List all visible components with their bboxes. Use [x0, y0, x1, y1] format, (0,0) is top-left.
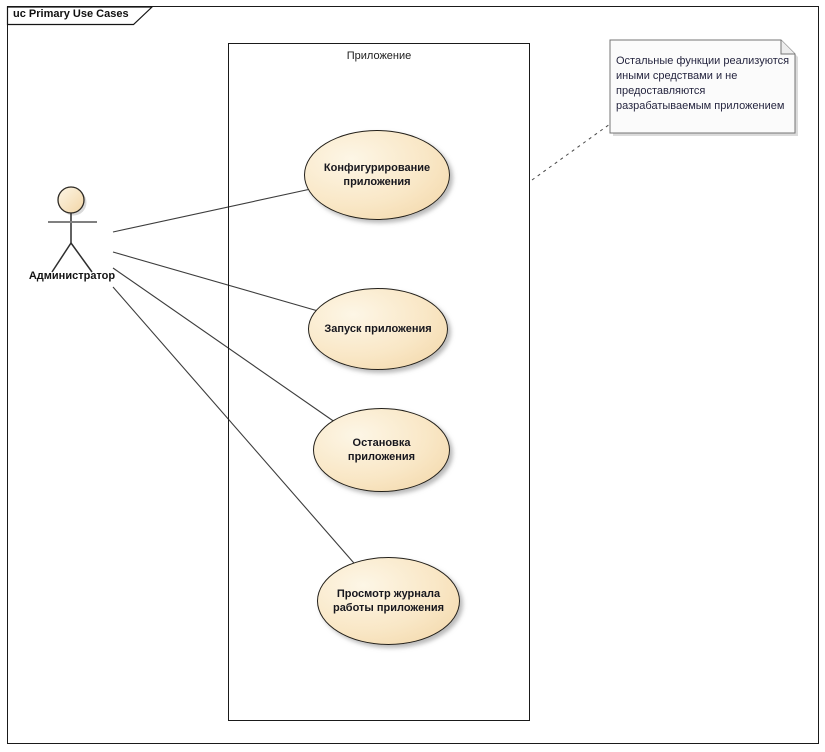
actor-leg-right	[70, 242, 93, 273]
system-boundary-label: Приложение	[346, 50, 412, 62]
association-line-stop	[112, 267, 343, 428]
frame-tab-label: uc Primary Use Cases	[13, 8, 129, 20]
note-fold-corner-icon	[780, 40, 795, 55]
use-case-configure-app: Конфигурирование приложения	[304, 130, 450, 220]
note-text: Остальные функции реализуются иными сред…	[616, 55, 790, 112]
use-case-label: Запуск приложения	[324, 323, 432, 335]
system-boundary: Приложение	[228, 43, 530, 721]
actor-leg-left	[51, 242, 72, 273]
use-case-start-app: Запуск приложения	[308, 288, 448, 370]
use-case-view-log: Просмотр журнала работы приложения	[317, 557, 460, 645]
note-body	[609, 39, 796, 134]
association-line-viewlog	[112, 286, 361, 571]
use-case-stop-app: Остановка приложения	[313, 408, 450, 492]
use-case-label: Остановка приложения	[347, 437, 416, 463]
association-line-configure	[112, 186, 321, 233]
use-case-label: Конфигурирование приложения	[323, 162, 431, 188]
actor-label: Администратор	[28, 270, 116, 282]
use-case-label: Просмотр журнала работы приложения	[332, 588, 445, 614]
association-line-start	[112, 251, 326, 314]
actor-figure	[48, 186, 97, 273]
frame-tab	[6, 6, 154, 26]
note-shape	[609, 39, 798, 136]
actor-head	[57, 186, 85, 214]
diagram-frame	[7, 6, 819, 744]
note-anchor-line	[531, 123, 611, 181]
